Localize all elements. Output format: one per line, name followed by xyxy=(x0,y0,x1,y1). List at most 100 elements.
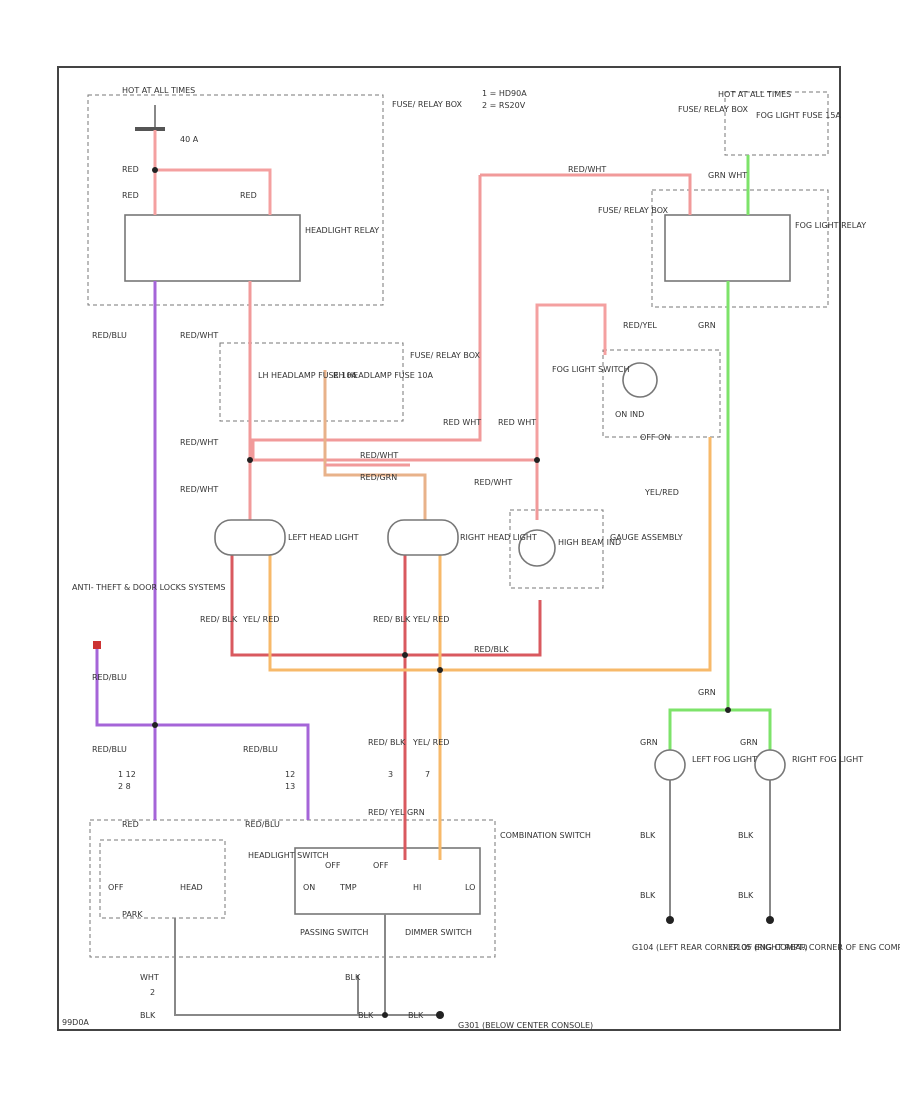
diagram-border xyxy=(57,66,841,1031)
right-head-light xyxy=(387,519,459,556)
left-head-light xyxy=(214,519,286,556)
fog-light-relay xyxy=(664,214,791,282)
label-legend-1: 1 = HD90A xyxy=(482,89,527,98)
label-red-c: RED xyxy=(240,191,257,200)
label-gauge-assembly: GAUGE ASSEMBLY xyxy=(610,533,683,542)
label-red-wht-4: RED/WHT xyxy=(180,438,218,447)
right-ground-terminal xyxy=(766,916,774,924)
fog-switch-box xyxy=(602,349,721,438)
label-on-ind: ON IND xyxy=(615,410,644,419)
label-dimmer-switch: DIMMER SWITCH xyxy=(405,928,472,937)
label-passing-switch: PASSING SWITCH xyxy=(300,928,368,937)
label-grn-2: GRN xyxy=(698,688,716,697)
label-blk-b3: BLK xyxy=(358,1011,374,1020)
anti-theft-connector xyxy=(93,641,101,649)
label-fog-light-fuse: FOG LIGHT FUSE 15A xyxy=(756,111,841,120)
label-grn-wht: GRN WHT xyxy=(708,171,747,180)
label-lo: LO xyxy=(465,883,475,892)
label-red-blk-long: RED/BLK xyxy=(474,645,509,654)
label-red-a: RED xyxy=(122,165,139,174)
label-red-blk-l: RED/ BLK xyxy=(200,615,238,624)
label-combination-switch: COMBINATION SWITCH xyxy=(500,831,591,840)
label-left-head-light: LEFT HEAD LIGHT xyxy=(288,533,359,542)
label-park: PARK xyxy=(122,910,143,919)
label-red-wht-7: RED/WHT xyxy=(474,478,512,487)
label-red-blk-c: RED/ BLK xyxy=(368,738,406,747)
label-fog-light-relay: FOG LIGHT RELAY xyxy=(795,221,866,230)
label-blk-b1: BLK xyxy=(140,1011,156,1020)
combination-switch-box xyxy=(89,819,496,958)
label-red-wht-3: RED WHT xyxy=(498,418,536,427)
label-red-blu-4: RED/BLU xyxy=(245,820,280,829)
label-blk-l1: BLK xyxy=(640,831,656,840)
label-fog-fuse-box: FUSE/ RELAY BOX xyxy=(678,105,748,114)
label-tmp: TMP xyxy=(339,883,357,892)
label-g301: G301 (BELOW CENTER CONSOLE) xyxy=(458,1021,593,1030)
combination-switch xyxy=(294,847,481,915)
label-pin-13: 13 xyxy=(285,782,295,791)
wire-red-wht-top xyxy=(251,175,482,460)
junction xyxy=(402,652,408,658)
label-fog-light-switch: FOG LIGHT SWITCH xyxy=(552,365,629,374)
label-red-grn: RED/GRN xyxy=(360,473,397,482)
label-headlight-switch: HEADLIGHT SWITCH xyxy=(248,851,329,860)
label-rh-fuse: RH HEADLAMP FUSE 10A xyxy=(333,371,434,380)
g301-terminal xyxy=(436,1011,444,1019)
gauge-box xyxy=(509,509,604,589)
label-pin-1-12: 1 12 xyxy=(118,770,136,779)
label-fuse-relay-box-mid: FUSE/ RELAY BOX xyxy=(598,206,668,215)
wire-red-grn xyxy=(323,370,427,520)
fog-fuse-box xyxy=(724,91,829,156)
label-hi: HI xyxy=(413,883,421,892)
label-off: OFF xyxy=(108,883,124,892)
wire-red-yel-fog xyxy=(535,303,607,460)
headlamp-fuse-box xyxy=(219,342,404,422)
label-red-wht-2: RED WHT xyxy=(443,418,481,427)
fog-indicator xyxy=(622,362,658,398)
label-legend-2: 2 = RS20V xyxy=(482,101,526,110)
label-off-on: OFF ON xyxy=(640,433,670,442)
label-pin-2-8: 2 8 xyxy=(118,782,131,791)
high-beam-indicator xyxy=(518,529,556,567)
label-high-beam-ind: HIGH BEAM IND xyxy=(558,538,621,547)
label-fuse-relay-box-top: FUSE/ RELAY BOX xyxy=(392,100,462,109)
label-yel-red-1: YEL/RED xyxy=(644,488,679,497)
junction xyxy=(152,722,158,728)
label-yel-red-c: YEL/ RED xyxy=(412,738,449,747)
label-right-head-light: RIGHT HEAD LIGHT xyxy=(460,533,537,542)
label-red-b: RED xyxy=(122,191,139,200)
right-fog-light xyxy=(754,749,786,781)
junction xyxy=(534,457,540,463)
label-red-wht-6: RED/WHT xyxy=(180,485,218,494)
junction xyxy=(247,457,253,463)
label-red-blu-v: RED/BLU xyxy=(92,673,127,682)
label-anti-theft: ANTI- THEFT & DOOR LOCKS SYSTEMS xyxy=(72,583,226,592)
label-off2: OFF xyxy=(325,861,341,870)
label-hot-fog: HOT AT ALL TIMES xyxy=(718,90,791,99)
headlight-switch-box xyxy=(99,839,226,919)
label-red-wht-top: RED/WHT xyxy=(568,165,606,174)
junction xyxy=(437,667,443,673)
label-blk-r1: BLK xyxy=(738,831,754,840)
headlight-relay xyxy=(124,214,301,282)
label-red-yel: RED/YEL xyxy=(623,321,657,330)
left-ground-terminal xyxy=(666,916,674,924)
label-red-blk-r: RED/ BLK xyxy=(373,615,411,624)
label-blk-b4: BLK xyxy=(408,1011,424,1020)
wire-blk-ground xyxy=(174,918,440,1016)
label-yel-red-l: YEL/ RED xyxy=(242,615,279,624)
label-red-wht-1: RED/WHT xyxy=(180,331,218,340)
label-red-wht-5: RED/WHT xyxy=(360,451,398,460)
label-pin-3: 3 xyxy=(388,770,393,779)
label-left-ground: G104 (LEFT REAR CORNER OF ENG COMPT.) xyxy=(632,943,808,952)
label-hot-at-all-times: HOT AT ALL TIMES xyxy=(122,86,195,95)
label-pin-7: 7 xyxy=(425,770,430,779)
label-code: 99D0A xyxy=(62,1018,89,1027)
label-blk-b2: BLK xyxy=(345,973,361,982)
label-lh-fuse: LH HEADLAMP FUSE 10A xyxy=(258,371,357,380)
label-blk-r2: BLK xyxy=(738,891,754,900)
headlight-relay-box xyxy=(87,94,384,306)
label-grn-r: GRN xyxy=(740,738,758,747)
label-headlight-relay: HEADLIGHT RELAY xyxy=(305,226,379,235)
